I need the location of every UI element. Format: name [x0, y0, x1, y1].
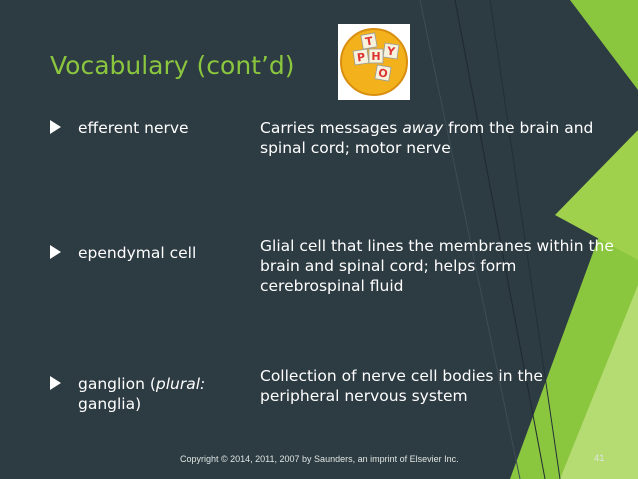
arrow-bullet-icon: [50, 120, 61, 134]
word-tiles-icon: T P H Y O: [340, 28, 408, 96]
vocab-term: ganglion (plural: ganglia): [78, 375, 206, 413]
vocab-definition: Carries messages away from the brain and…: [260, 119, 594, 157]
logo-letter-5: O: [377, 66, 388, 80]
deco-line-3: [489, 0, 561, 479]
logo-letter-2: P: [356, 50, 366, 64]
green-triangle-mid: [555, 130, 638, 260]
light-green-triangle-bottom: [560, 285, 638, 479]
deco-line-2: [419, 0, 521, 479]
logo-letter-3: H: [371, 50, 380, 63]
logo-letter-1: T: [364, 34, 374, 48]
slide-title: Vocabulary (cont’d): [50, 51, 295, 80]
green-triangle-top: [570, 0, 638, 90]
word-tiles-logo: T P H Y O: [338, 24, 410, 100]
arrow-bullet-icon: [50, 245, 61, 259]
vocab-term: efferent nerve: [78, 119, 189, 137]
vocab-definition: Collection of nerve cell bodies in the p…: [260, 367, 543, 405]
arrow-bullet-icon: [50, 376, 61, 390]
vocab-term: ependymal cell: [78, 244, 197, 262]
logo-letter-4: Y: [385, 44, 397, 58]
copyright-footer: Copyright © 2014, 2011, 2007 by Saunders…: [180, 454, 459, 464]
vocab-definition: Glial cell that lines the membranes with…: [260, 237, 614, 295]
page-number: 41: [594, 453, 605, 464]
deco-line-1: [454, 0, 546, 479]
